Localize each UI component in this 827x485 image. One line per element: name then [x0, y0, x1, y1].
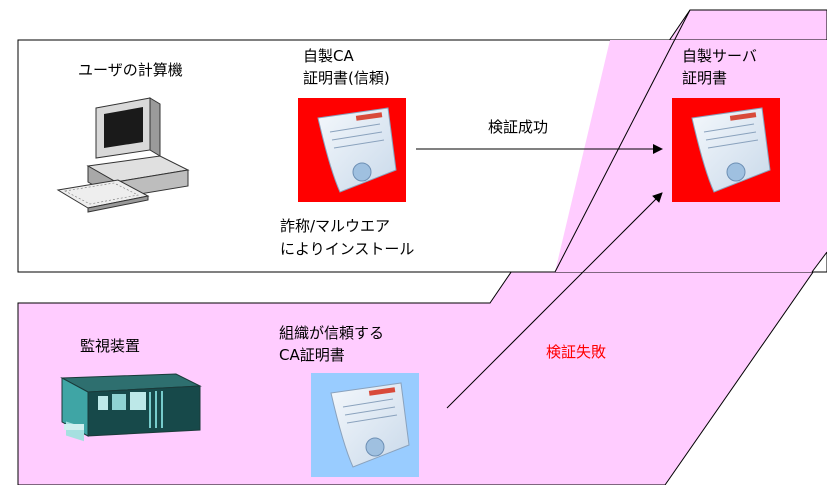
user-computer-title: ユーザの計算機 [78, 61, 183, 79]
certificate-icon-server [672, 98, 780, 202]
org-ca-label-line2: CA証明書 [279, 346, 345, 364]
certificate-icon-org-ca [311, 373, 419, 477]
computer-icon [56, 97, 190, 213]
failure-label: 検証失敗 [546, 343, 607, 361]
monitor-title: 監視装置 [80, 337, 141, 355]
server-cert-label-line2: 証明書 [682, 69, 728, 87]
success-label: 検証成功 [488, 118, 549, 136]
certificate-icon-user-ca [298, 98, 406, 202]
user-ca-label-line2: 証明書(信頼) [303, 69, 390, 87]
user-ca-label-line1: 自製CA [303, 47, 354, 65]
org-ca-label-line1: 組織が信頼する [279, 324, 385, 342]
verification-failure-arrow [446, 192, 663, 409]
install-note-line2: によりインストール [280, 240, 415, 258]
install-note-line1: 詐称/マルウエア [280, 217, 391, 235]
server-cert-label-line1: 自製サーバ [682, 47, 757, 65]
server-appliance-icon [60, 373, 202, 442]
